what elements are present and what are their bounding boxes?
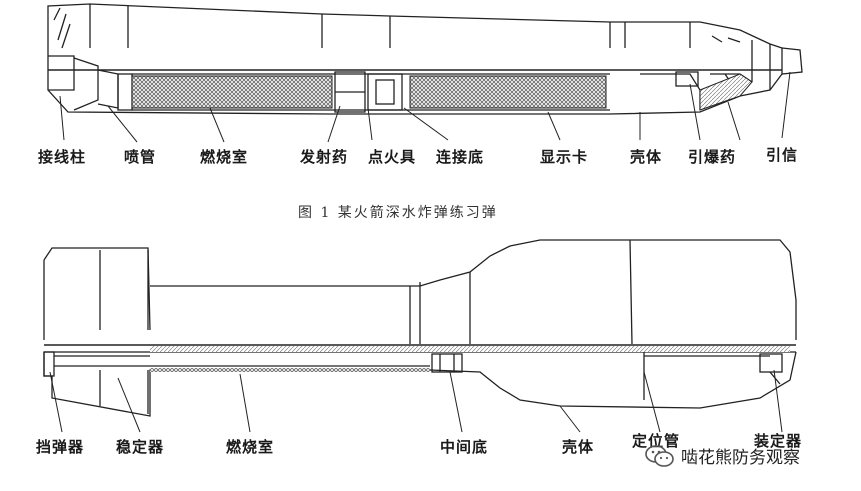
figure2-leaders xyxy=(49,369,783,433)
label-setter: 装定器 xyxy=(754,432,803,450)
fig2-tube-fill xyxy=(150,346,790,352)
figure-caption: 图 1 某火箭深水炸弹练习弹 xyxy=(298,205,498,221)
label-igniter: 点火具 xyxy=(368,148,417,166)
label-middle-bottom: 中间底 xyxy=(440,438,489,456)
label-shell: 壳体 xyxy=(630,148,663,166)
label-nozzle: 喷管 xyxy=(124,148,157,166)
fig1-propellant-fill xyxy=(409,75,607,109)
label-burster-charge: 引爆药 xyxy=(688,148,737,166)
fig1-combustion-chamber-fill xyxy=(131,75,333,109)
label-shell-2: 壳体 xyxy=(562,438,595,456)
label-deflector: 挡弹器 xyxy=(36,438,85,456)
label-terminal-post: 接线柱 xyxy=(38,148,87,166)
watermark: 啮花熊防务观察 xyxy=(645,443,800,468)
figure1-leaders xyxy=(59,71,791,143)
label-display-card: 显示卡 xyxy=(540,148,589,166)
label-fuze: 引信 xyxy=(766,146,799,164)
label-combustion-chamber: 燃烧室 xyxy=(200,148,249,166)
watermark-text: 啮花熊防务观察 xyxy=(681,448,800,468)
label-connection-bottom: 连接底 xyxy=(436,148,485,166)
label-propellant: 发射药 xyxy=(300,148,349,166)
label-combustion-chamber-2: 燃烧室 xyxy=(226,438,275,456)
figure2-drawing xyxy=(43,239,797,417)
wechat-icon xyxy=(645,444,674,467)
fig1-burster-fill xyxy=(699,73,753,111)
fig2-chamber-band xyxy=(150,368,430,372)
label-stabiliser: 稳定器 xyxy=(116,438,165,456)
label-locating-tube: 定位管 xyxy=(632,432,681,450)
